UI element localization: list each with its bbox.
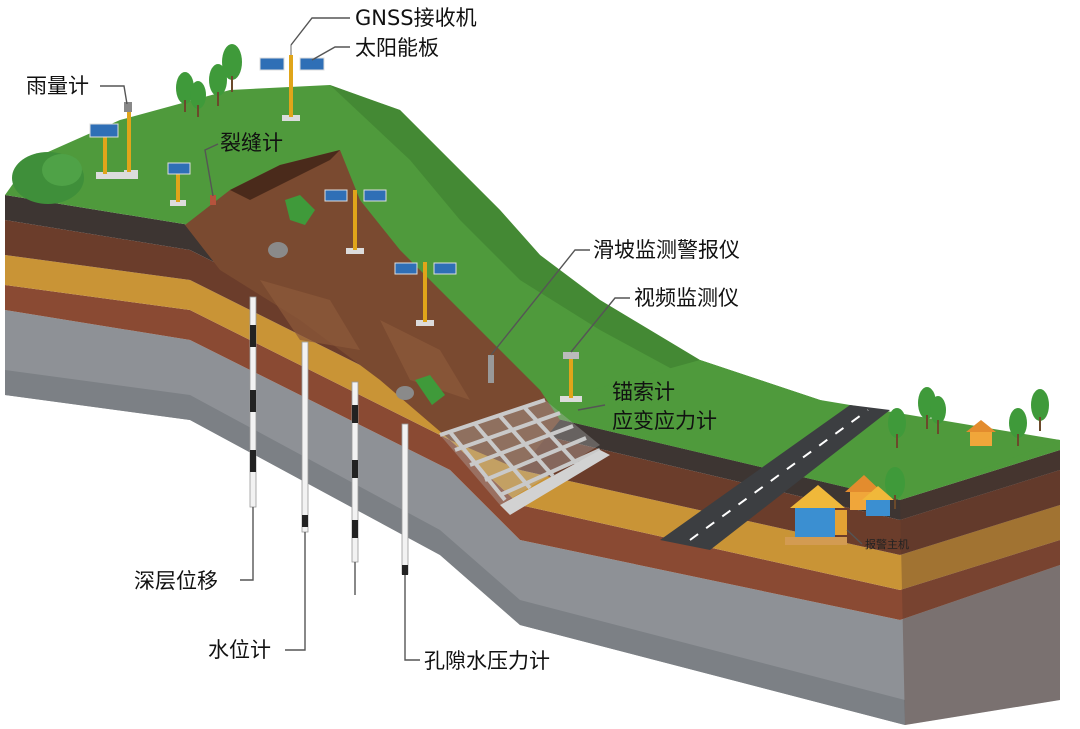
video-monitor — [560, 352, 582, 402]
gnss-station-lower — [394, 262, 457, 326]
tree — [176, 72, 194, 112]
vegetation — [12, 44, 1049, 509]
yellow-layer — [5, 255, 1060, 590]
label-alarm-host: 报警主机 — [865, 537, 909, 551]
rust-layer — [5, 285, 1060, 620]
tree — [1031, 389, 1049, 431]
label-deep-displacement: 深层位移 — [134, 569, 218, 593]
label-rain: 雨量计 — [26, 74, 89, 98]
tree — [888, 408, 906, 448]
gnss-station-top — [259, 45, 325, 121]
houses — [785, 420, 996, 545]
borehole-pore-pressure — [401, 423, 409, 575]
tree — [190, 81, 206, 117]
tree — [885, 467, 905, 509]
tree — [222, 44, 242, 92]
label-pore-pressure: 孔隙水压力计 — [424, 649, 550, 673]
house — [862, 486, 894, 516]
road — [660, 405, 890, 550]
bedrock-layer — [5, 310, 1060, 725]
landslide-mass — [185, 150, 560, 470]
rain-gauge — [89, 102, 138, 179]
alarm-host-house — [785, 485, 847, 545]
leader-lines — [100, 17, 863, 661]
alarm-device — [488, 355, 494, 383]
borehole-water-level — [301, 341, 309, 533]
label-strain: 应变应力计 — [612, 409, 717, 433]
label-solar: 太阳能板 — [355, 36, 439, 60]
instruments — [89, 45, 582, 402]
tree — [930, 396, 946, 434]
tree — [209, 64, 227, 106]
lowland-grass — [520, 360, 1060, 500]
label-water-level: 水位计 — [208, 638, 271, 662]
label-gnss: GNSS接收机 — [355, 6, 477, 30]
labels: GNSS接收机 太阳能板 雨量计 裂缝计 滑坡监测警报仪 视频监测仪 锚索计 应… — [26, 6, 909, 673]
label-alarm-device: 滑坡监测警报仪 — [593, 238, 740, 262]
tree — [1009, 408, 1027, 446]
borehole-deep-displacement — [249, 296, 257, 508]
gnss-station-slide — [324, 189, 387, 254]
brown-layer — [5, 220, 1060, 555]
house — [966, 420, 996, 446]
label-crack: 裂缝计 — [220, 131, 283, 155]
label-video: 视频监测仪 — [634, 286, 739, 310]
anchor-grid — [439, 398, 610, 515]
borehole-third — [351, 381, 359, 563]
label-anchor: 锚索计 — [612, 380, 675, 404]
crack-meter-station — [167, 162, 216, 206]
